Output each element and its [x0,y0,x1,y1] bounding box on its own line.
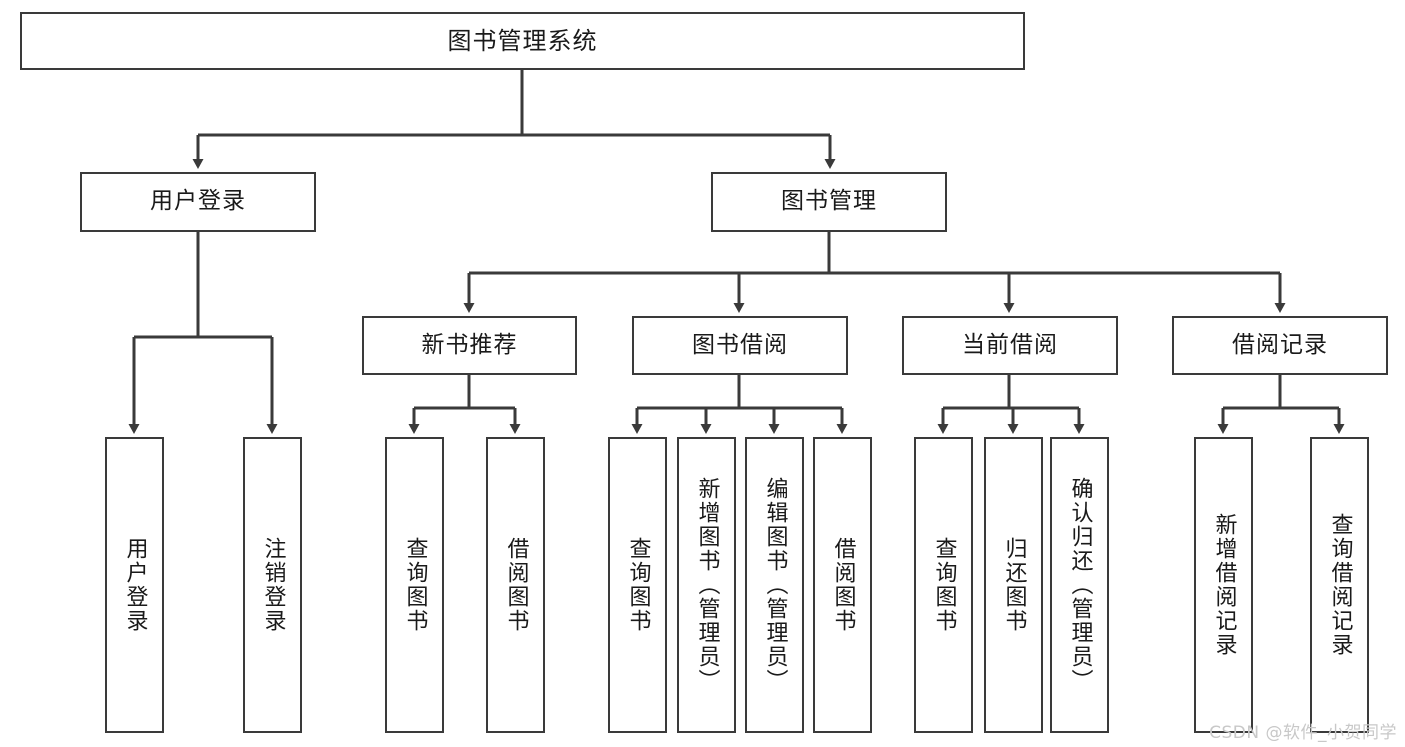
node-label: 归还图书 [1001,537,1027,633]
node-label: 借阅记录 [1232,331,1328,358]
node-label: 新书推荐 [421,331,518,358]
node-label: 用户登录 [150,188,246,215]
node-current-borrow[interactable]: 当前借阅 [902,316,1118,375]
node-new-book-recommend[interactable]: 新书推荐 [362,316,577,375]
node-label: 查询图书 [625,537,651,633]
node-user-login[interactable]: 用户登录 [80,172,316,232]
node-label: 当前借阅 [962,331,1058,358]
node-label: 图书管理系统 [447,26,598,55]
node-label: 确认归还（管理员） [1067,477,1093,693]
leaf-edit-book-admin[interactable]: 编辑图书（管理员） [745,437,804,733]
leaf-return-book[interactable]: 归还图书 [984,437,1043,733]
node-label: 图书管理 [781,188,877,215]
node-label: 借阅图书 [830,537,856,633]
node-label: 查询图书 [931,537,957,633]
leaf-query-book-borrow[interactable]: 查询图书 [608,437,667,733]
csdn-watermark: CSDN @软件_小贺同学 [1209,723,1397,743]
leaf-user-login[interactable]: 用户登录 [105,437,164,733]
node-label: 注销登录 [260,537,286,633]
leaf-borrow-book[interactable]: 借阅图书 [813,437,872,733]
leaf-add-book-admin[interactable]: 新增图书（管理员） [677,437,736,733]
node-label: 新增图书（管理员） [694,477,720,693]
leaf-add-borrow-record[interactable]: 新增借阅记录 [1194,437,1253,733]
node-label: 查询图书 [402,537,428,633]
node-label: 借阅图书 [503,537,529,633]
leaf-query-borrow-record[interactable]: 查询借阅记录 [1310,437,1369,733]
node-book-borrow[interactable]: 图书借阅 [632,316,848,375]
node-label: 图书借阅 [692,331,788,358]
leaf-query-book-current[interactable]: 查询图书 [914,437,973,733]
leaf-logout[interactable]: 注销登录 [243,437,302,733]
leaf-borrow-book-recommend[interactable]: 借阅图书 [486,437,545,733]
node-label: 编辑图书（管理员） [762,477,788,693]
leaf-confirm-return-admin[interactable]: 确认归还（管理员） [1050,437,1109,733]
node-label: 用户登录 [122,537,148,633]
node-root-system[interactable]: 图书管理系统 [20,12,1025,70]
node-book-manage[interactable]: 图书管理 [711,172,947,232]
node-borrow-record[interactable]: 借阅记录 [1172,316,1388,375]
node-label: 查询借阅记录 [1327,513,1353,657]
node-label: 新增借阅记录 [1211,513,1237,657]
leaf-query-book-recommend[interactable]: 查询图书 [385,437,444,733]
